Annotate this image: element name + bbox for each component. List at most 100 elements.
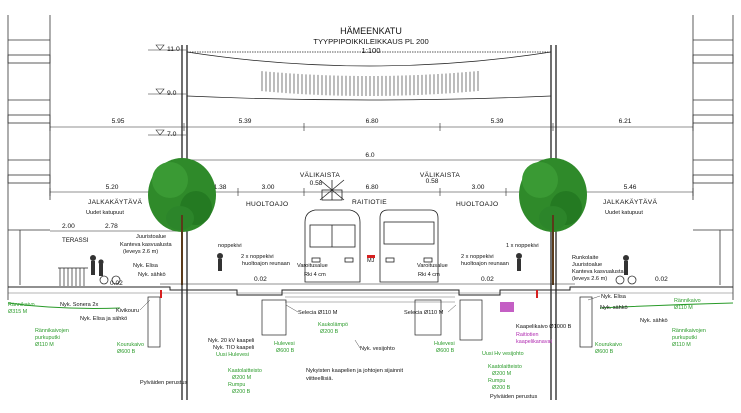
ann-rannikaivo-left: Rännikaivo xyxy=(8,302,35,308)
ann-purkuputki-left: purkuputki xyxy=(35,335,60,341)
ground-line xyxy=(8,283,733,296)
dim-upper-4: 5.39 xyxy=(491,118,504,125)
ann-kanteva-left: Kanteva kasvualusta xyxy=(120,242,173,248)
ann-kaato-size-left: Ø200 M xyxy=(232,375,252,381)
ann-leveys-right: (leveys 2.6 m) xyxy=(572,276,607,282)
level-mid-left: 0.02 xyxy=(254,276,267,283)
ann-rki-left: Rki 4 cm xyxy=(304,272,326,278)
ann-kourukaivo-size-left: Ø600 B xyxy=(117,349,136,355)
ann-pylvaiden-perustus-left: Pylväiden perustus xyxy=(140,380,187,386)
ann-nyk-elisa-right: Nyk. Elisa xyxy=(601,294,627,300)
ann-kaukolampo-size: Ø200 B xyxy=(320,329,339,335)
tree-right xyxy=(519,158,587,285)
ann-kourukaivo-size-right: Ø600 B xyxy=(595,349,614,355)
title-scale: 1:100 xyxy=(361,46,380,55)
catenary-hatching xyxy=(261,70,479,96)
note-cable-locations-2: viitteellisiä. xyxy=(306,376,333,382)
green-utilities xyxy=(7,302,734,309)
ann-rumpu-left: Rumpu xyxy=(228,382,245,388)
ann-kourukaivo-left: Kourukaivo xyxy=(117,342,144,348)
label-terassi: TERASSI xyxy=(62,237,89,244)
ann-purku-size-right: Ø110 M xyxy=(672,342,691,348)
dim-upper-3: 6.80 xyxy=(366,118,379,125)
label-jalkakaytava-left: JALKAKÄYTÄVÄ xyxy=(88,198,142,206)
dimension-line-upper xyxy=(49,123,694,131)
elevation-markers: 11.0 9.0 7.0 xyxy=(148,44,186,138)
ann-nyk-sahko-right: Nyk. sähkö xyxy=(600,305,628,311)
ann-nyk-sahko: Nyk. sähkö xyxy=(138,272,166,278)
ann-rumpu-size-left: Ø200 B xyxy=(232,389,251,395)
ann-nyk-tio: Nyk. TIO kaapeli xyxy=(213,345,254,351)
level-mid-right: 0.02 xyxy=(481,276,494,283)
ann-nyk-20kv: Nyk. 20 kV kaapeli xyxy=(208,338,254,344)
dim-mid: 6.0 xyxy=(365,152,374,159)
ann-purku-size-left: Ø110 M xyxy=(35,342,54,348)
building-right xyxy=(692,15,734,300)
ann-kivikouru: Kivikouru xyxy=(116,308,139,314)
ann-purkuputki-right: purkuputki xyxy=(672,335,697,341)
ann-nyk-vesijohto: Nyk. vesijohto xyxy=(360,346,395,352)
ann-juuristoalue-left: Juuristoalue xyxy=(136,234,166,240)
catenary-wires xyxy=(186,51,552,101)
pavement-layers xyxy=(8,292,733,303)
dim-lower-6: 5.46 xyxy=(624,184,637,191)
tree-left xyxy=(148,158,216,285)
dim-lower-2: 1.38 xyxy=(214,184,227,191)
ann-varoitusalue-left: Varoitusalue xyxy=(297,263,328,269)
label-raitiotie: RAITIOTIE xyxy=(352,199,387,206)
ann-juuristoalue-right: Juuristoalue xyxy=(572,262,602,268)
ann-hulevesi-size-right: Ø600 B xyxy=(436,348,455,354)
ann-kaato-size-right: Ø200 M xyxy=(492,371,512,377)
bus-vehicle xyxy=(379,209,439,283)
annotations-left: Juuristoalue Kanteva kasvualusta (leveys… xyxy=(8,234,403,395)
ann-rumpu-right: Rumpu xyxy=(488,378,505,384)
label-uudet-katupuut-left: Uudet katupuut xyxy=(86,210,124,216)
label-valikaista-left: VÄLIKAISTA xyxy=(300,171,341,179)
dim-valikaista-left: 0.58 xyxy=(310,180,323,187)
label-valikaista-right: VÄLIKAISTA xyxy=(420,171,461,179)
dim-lower-3: 3.00 xyxy=(262,184,275,191)
level-far-left: 0.02 xyxy=(110,280,123,287)
ann-kaapelikanavat: kaapelikanavat xyxy=(516,339,552,345)
ann-selecia-left: Selecia Ø110 M xyxy=(298,310,338,316)
ann-rumpu-size-right: Ø200 B xyxy=(492,385,511,391)
dim-upper-2: 5.39 xyxy=(239,118,252,125)
elevation-9: 9.0 xyxy=(167,90,177,97)
ann-1x-noppekivi: 1 x noppekivi xyxy=(506,243,539,249)
ann-runkolaite: Runkolaite xyxy=(572,255,598,261)
dim-left-second: 2.78 xyxy=(105,223,118,230)
ann-hulevesi-left: Hulevesi xyxy=(274,341,295,347)
ann-uusi-hulevesi-left: Uusi Hulevesi xyxy=(216,352,249,358)
ann-kourukaivo-right: Kourukaivo xyxy=(595,342,622,348)
ann-kaapelikaivo: Kaapelikaivo Ø1000 B xyxy=(516,324,572,330)
ann-mj: MJ xyxy=(367,258,375,264)
ann-kaatolaitteisto-left: Kaatolaitteisto xyxy=(228,368,262,374)
ann-raitiotien: Raitiotien xyxy=(516,332,538,338)
dim-lower-1: 5.20 xyxy=(106,184,119,191)
label-huoltoajo-left: HUOLTOAJO xyxy=(246,201,288,208)
dim-lower-5: 3.00 xyxy=(472,184,485,191)
drawing-title: HÄMEENKATU TYYPPIPOIKKILEIKKAUS PL 200 1… xyxy=(313,26,428,55)
note-cable-locations-1: Nykyisten kaapelien ja johtojen sijainni… xyxy=(306,368,403,374)
dim-left-top: 2.00 xyxy=(62,223,75,230)
ann-noppekivi: noppekivi xyxy=(218,243,242,249)
dim-upper-1: 5.95 xyxy=(112,118,125,125)
people-figures xyxy=(90,253,629,276)
ann-huoltoajon-reunaan-right: huoltoajon reunaan xyxy=(461,261,509,267)
magenta-marker xyxy=(500,302,514,312)
ann-uusi-hv-vesijohto: Uusi Hv vesijohto xyxy=(482,351,524,357)
ann-nyk-sonera: Nyk. Sonera 2x xyxy=(60,302,98,308)
ann-selecia-right: Selecia Ø110 M xyxy=(404,310,444,316)
ann-huoltoajon-reunaan-left: huoltoajon reunaan xyxy=(242,261,290,267)
dim-upper-5: 6.21 xyxy=(619,118,632,125)
ann-rannikaivo-right: Rännikaivo xyxy=(674,298,701,304)
ann-kanteva-right: Kanteva kasvualusta xyxy=(572,269,625,275)
red-markers xyxy=(160,255,538,298)
ann-leveys-left: (leveys 2.6 m) xyxy=(123,249,158,255)
leader-lines xyxy=(139,295,601,349)
ann-rannikaivo-size-left: Ø315 M xyxy=(8,309,28,315)
ann-varoitusalue-right: Varoitusalue xyxy=(417,263,448,269)
ann-nyk-elisa-sahko: Nyk. Elisa ja sähkö xyxy=(80,316,127,322)
